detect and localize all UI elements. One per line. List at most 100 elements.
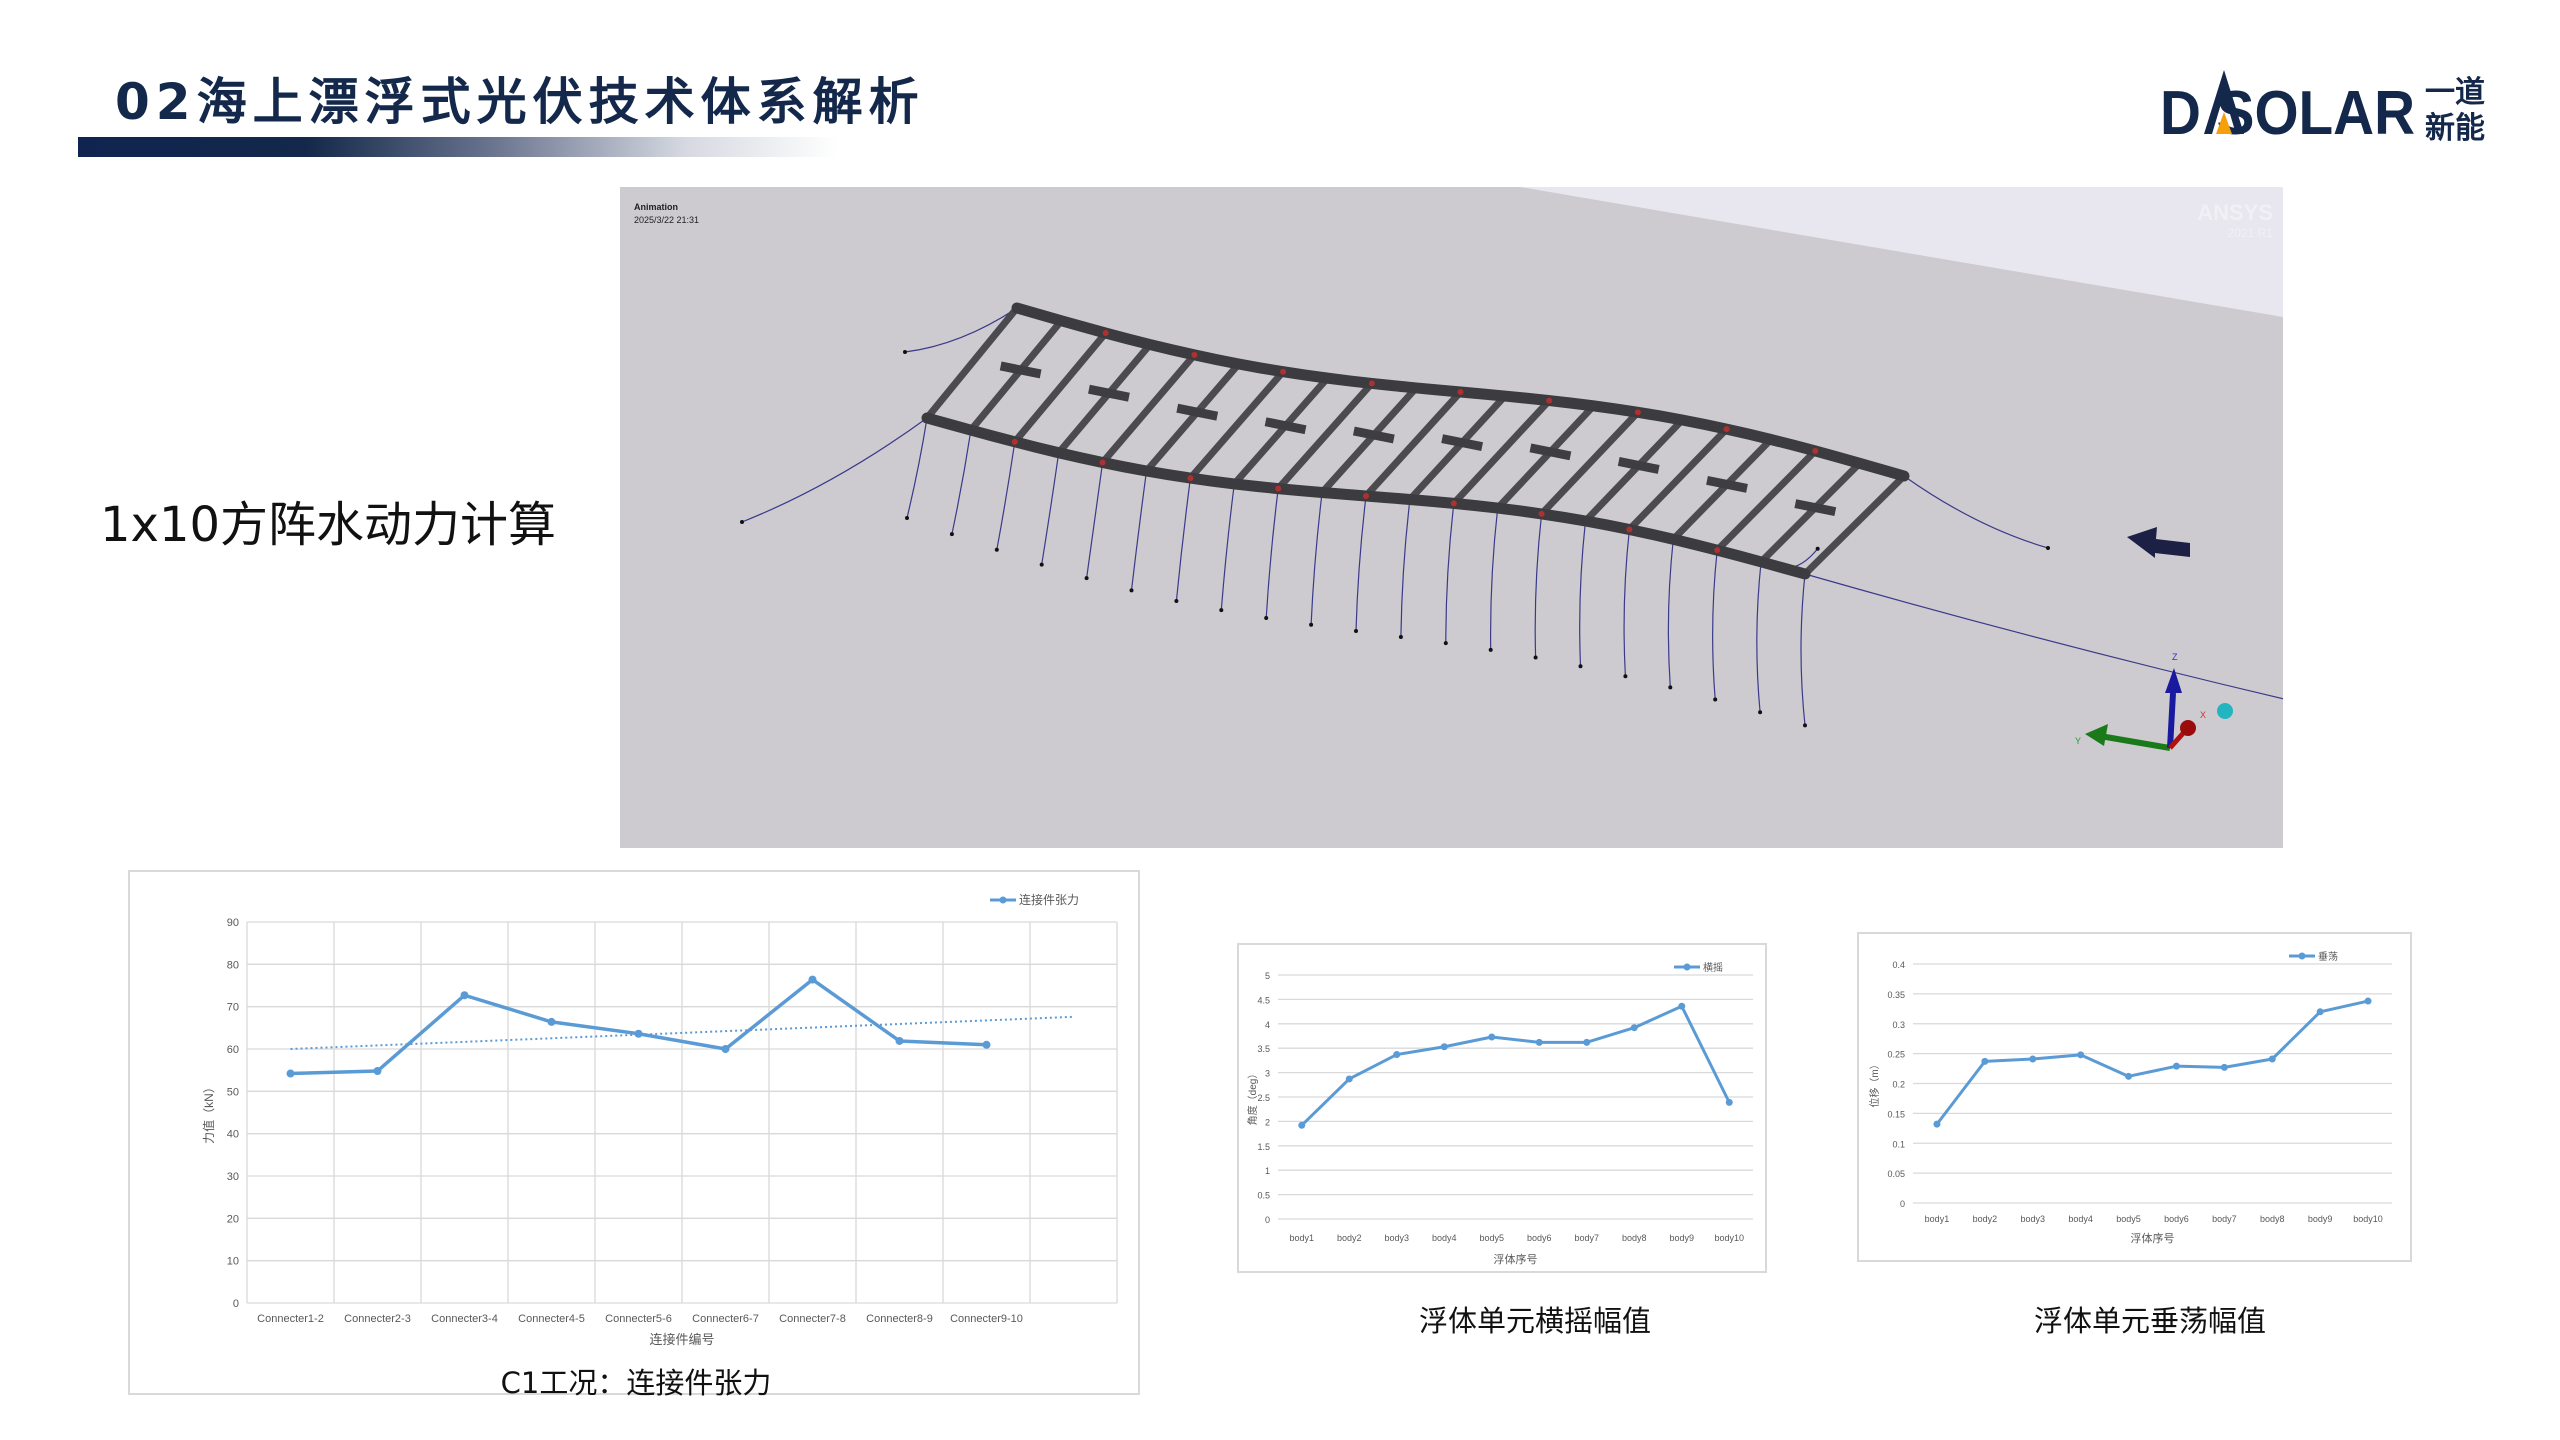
connector-node (1368, 380, 1375, 387)
float-crossbar (1231, 375, 1331, 487)
anchor-point (903, 350, 907, 354)
float-crossbar (1407, 393, 1508, 502)
mooring-line (1534, 513, 1543, 658)
y-axis-title: 力值（kN） (201, 1081, 216, 1144)
x-axis-title: 连接件编号 (649, 1332, 714, 1347)
legend-marker (2298, 952, 2306, 960)
x-tick-label: body3 (1384, 1233, 1409, 1243)
mooring-line (906, 417, 928, 519)
y-tick-label: 0.35 (1887, 990, 1905, 1000)
y-tick-label: 20 (227, 1213, 239, 1225)
mooring-line (1445, 503, 1455, 644)
connector-node (1102, 330, 1109, 337)
x-tick-label: body9 (2308, 1214, 2333, 1224)
y-tick-label: 0.05 (1887, 1169, 1905, 1179)
anchor-point (1398, 634, 1403, 639)
x-tick-label: body1 (1925, 1214, 1950, 1224)
connector-node (1099, 459, 1106, 466)
x-tick-label: Connecter7-8 (779, 1313, 846, 1325)
anchor-point (1039, 562, 1044, 567)
x-tick-label: body8 (1622, 1233, 1647, 1243)
data-point (286, 1069, 295, 1078)
x-tick-label: Connecter9-10 (950, 1313, 1023, 1325)
mooring-line (1041, 452, 1060, 565)
connector-node (1275, 485, 1282, 492)
data-point (1345, 1075, 1353, 1083)
anchor-point (740, 520, 744, 524)
anchor-point (949, 532, 954, 537)
data-point (634, 1029, 643, 1038)
float-crossbar (1714, 448, 1818, 553)
animation-title: Animation (634, 202, 678, 212)
mooring-line (1265, 488, 1279, 618)
x-tick-label: body10 (2353, 1214, 2383, 1224)
y-tick-label: 30 (227, 1171, 239, 1183)
float-crossbar (1012, 330, 1109, 445)
ansys-version: 2021 R1 (2227, 226, 2273, 240)
data-point (2316, 1008, 2324, 1016)
mooring-line (1086, 462, 1104, 579)
mooring-line (1623, 529, 1630, 677)
mooring-line (1903, 475, 2049, 549)
float-beam (1264, 417, 1307, 435)
data-point (2268, 1055, 2276, 1063)
float-crossbar (1539, 409, 1641, 517)
x-tick-label: body6 (1527, 1233, 1552, 1243)
y-tick-label: 70 (227, 1002, 239, 1014)
y-tick-label: 40 (227, 1129, 239, 1141)
connector-node (1363, 493, 1369, 499)
mooring-line (1712, 550, 1718, 700)
y-axis-arrowhead (2085, 724, 2108, 746)
y-tick-label: 0.3 (1892, 1020, 1905, 1030)
float-crossbar (924, 305, 1020, 421)
floating-array-render: XYZ (740, 187, 2283, 751)
svg-text:新能: 新能 (2425, 111, 2485, 146)
anchor-point (905, 516, 909, 520)
anchor-point (1578, 664, 1583, 669)
connector-node (1812, 447, 1819, 454)
anchor-point (1084, 576, 1089, 581)
x-tick-label: body5 (1479, 1233, 1504, 1243)
x-tick-label: body10 (1714, 1233, 1744, 1243)
anchor-point (1668, 685, 1673, 690)
anchor-point (1713, 697, 1718, 702)
connector-node (1191, 351, 1198, 358)
float-beam (1617, 457, 1660, 474)
x-tick-label: body7 (1574, 1233, 1599, 1243)
float-beam (1352, 426, 1395, 444)
y-tick-label: 90 (227, 917, 239, 929)
connector-node (1634, 409, 1641, 416)
data-point (982, 1040, 991, 1049)
float-crossbar (1670, 437, 1774, 542)
x-tick-label: body4 (2068, 1214, 2093, 1224)
x-tick-label: body7 (2212, 1214, 2237, 1224)
legend-marker (1683, 963, 1691, 971)
data-point (460, 991, 469, 1000)
float-beam (999, 361, 1042, 379)
connector-node (1457, 389, 1464, 395)
legend-marker (999, 896, 1007, 904)
x-tick-label: body6 (2164, 1214, 2189, 1224)
y-tick-label: 0 (1265, 1215, 1270, 1225)
mooring-line (996, 441, 1016, 550)
x-tick-label: body2 (1973, 1214, 1998, 1224)
x-tick-label: Connecter4-5 (518, 1313, 585, 1325)
connector-node (1187, 475, 1194, 482)
mooring-line (904, 307, 1018, 353)
section-subtitle: 1x10方阵水动力计算 (100, 497, 557, 553)
connector-node (1626, 526, 1633, 533)
y-tick-label: 0 (233, 1298, 239, 1310)
legend-label: 垂荡 (2318, 951, 2338, 963)
anchor-point (1219, 608, 1224, 613)
y-tick-label: 1 (1265, 1166, 1270, 1176)
float-crossbar (1056, 342, 1153, 455)
y-tick-label: 0.5 (1257, 1191, 1270, 1201)
y-tick-label: 3 (1265, 1069, 1270, 1079)
y-tick-label: 0 (1900, 1199, 1905, 1209)
y-tick-label: 0.15 (1887, 1109, 1905, 1119)
chart-caption: C1工况：连接件张力 (500, 1366, 772, 1400)
